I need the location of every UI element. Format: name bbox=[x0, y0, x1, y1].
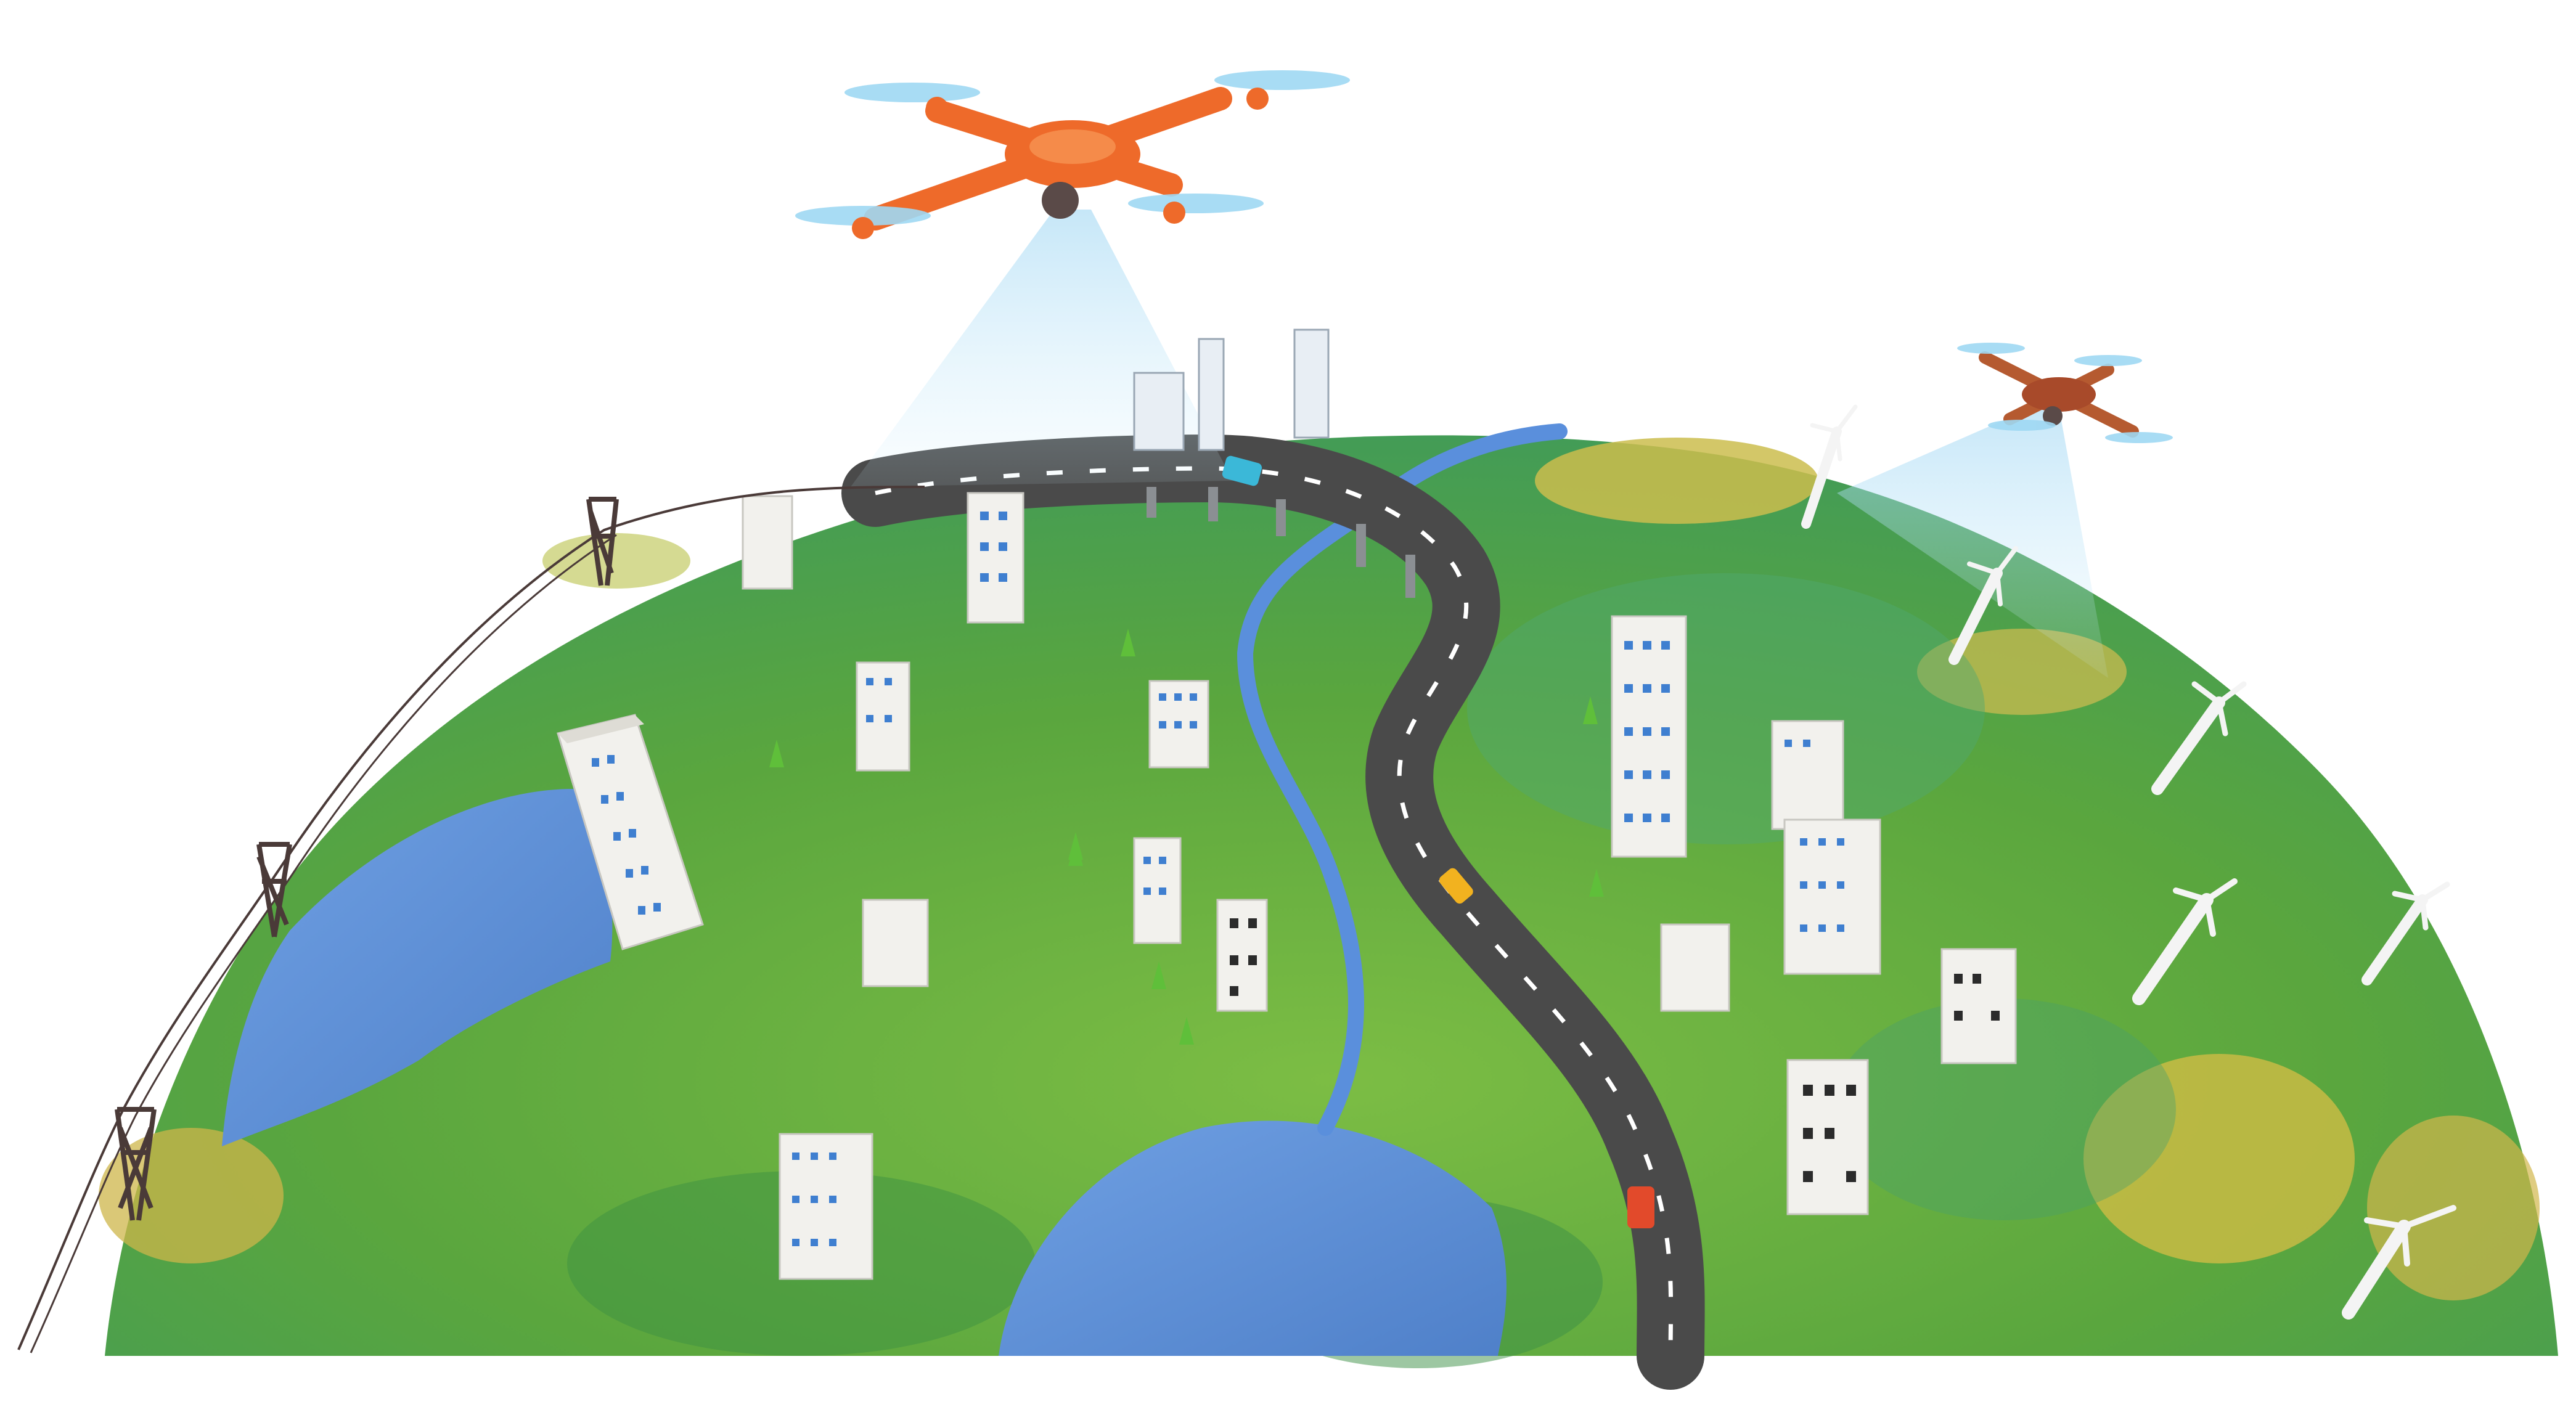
planet-terrain bbox=[99, 423, 2558, 1390]
building-icon bbox=[1216, 899, 1268, 1012]
building-icon bbox=[1611, 615, 1687, 858]
wind-turbine-icon bbox=[2132, 878, 2238, 1005]
tree-icon bbox=[1151, 961, 1166, 989]
wind-turbine-icon bbox=[1948, 546, 2018, 665]
power-lines bbox=[17, 486, 925, 1353]
drone-icon bbox=[795, 70, 1350, 239]
building-icon bbox=[967, 492, 1024, 624]
building-icon bbox=[1783, 818, 1881, 975]
wind-turbines bbox=[1801, 404, 2456, 1320]
wind-turbine-icon bbox=[2361, 881, 2450, 985]
building-windows bbox=[792, 512, 1844, 1246]
lake-bottom bbox=[999, 1120, 1507, 1356]
tree-icon bbox=[1068, 832, 1083, 860]
car-icon bbox=[1627, 1186, 1654, 1228]
power-pylon-icon bbox=[586, 497, 619, 586]
car-icon bbox=[1222, 455, 1262, 486]
building-icon bbox=[1771, 720, 1844, 830]
terrain-shade bbox=[1467, 573, 1985, 844]
building-icon bbox=[862, 899, 929, 987]
terrain-yellow-patch bbox=[1535, 438, 1818, 524]
wind-turbine-icon bbox=[2342, 1205, 2456, 1320]
tree-icon bbox=[1179, 1017, 1194, 1045]
power-pylon-icon bbox=[256, 842, 292, 937]
drone-sensor-beam bbox=[1837, 407, 2108, 678]
vehicles bbox=[1222, 455, 1654, 1228]
wind-turbine-icon bbox=[1801, 404, 1858, 529]
building-icon bbox=[1660, 923, 1730, 1012]
tree-icon bbox=[1583, 696, 1598, 724]
car-icon bbox=[1439, 868, 1473, 904]
tree-icon bbox=[1589, 869, 1604, 897]
terrain-shade bbox=[1831, 998, 2176, 1220]
building-dark-windows bbox=[1230, 918, 2000, 1182]
terrain-yellow-patch bbox=[2083, 1054, 2355, 1263]
viaduct-pillars bbox=[1147, 487, 1415, 598]
drone-icon bbox=[1957, 343, 2173, 443]
building-icon bbox=[1293, 328, 1330, 439]
lake-left bbox=[222, 789, 613, 1146]
river bbox=[1237, 423, 1568, 1136]
building-icon bbox=[1940, 948, 2017, 1064]
tree-icon bbox=[1121, 629, 1135, 656]
tree-icon bbox=[769, 740, 784, 767]
terrain-yellow-patch bbox=[542, 533, 690, 589]
trees bbox=[769, 629, 1604, 1045]
buildings bbox=[557, 328, 2017, 1280]
building-icon bbox=[856, 661, 910, 772]
power-pylon-icon bbox=[115, 1107, 157, 1221]
building-icon bbox=[557, 714, 704, 950]
building-icon bbox=[1133, 372, 1185, 451]
building-icon bbox=[1133, 837, 1182, 944]
building-icon bbox=[1198, 338, 1225, 451]
building-icon bbox=[742, 495, 793, 590]
wind-turbine-icon bbox=[2151, 681, 2247, 795]
